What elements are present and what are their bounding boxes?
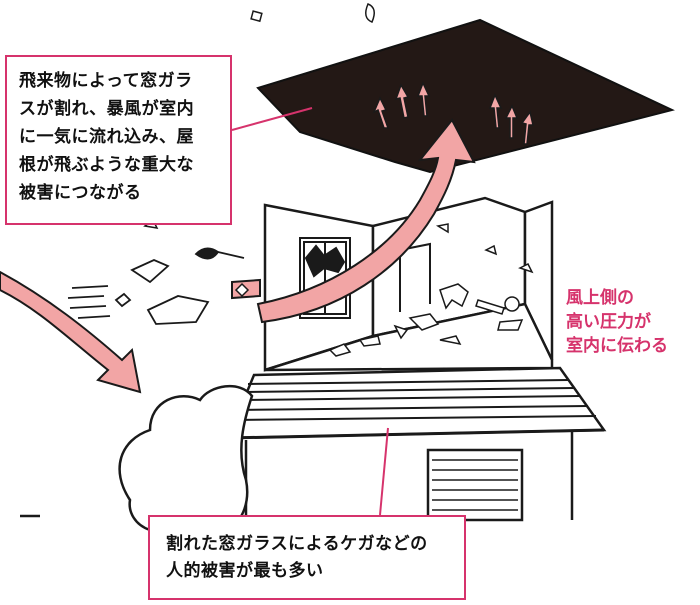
- pressure-label-line: 室内に伝わる: [566, 336, 668, 356]
- callout-line: に一気に流れ込み、屋: [19, 127, 194, 147]
- callout-line: 割れた窓ガラスによるケガなどの: [166, 534, 428, 554]
- pressure-label-line: 風上側の: [566, 288, 634, 308]
- callout-human-injury: 割れた窓ガラスによるケガなどの 人的被害が最も多い: [148, 515, 466, 600]
- callout-line: 人的被害が最も多い: [166, 561, 324, 581]
- interior-door: [399, 242, 431, 312]
- callout-line: 被害につながる: [19, 183, 142, 203]
- callout-line: 根が飛ぶような重大な: [19, 155, 194, 175]
- callout-line: 飛来物によって窓ガラ: [19, 71, 193, 91]
- flying-roof: [256, 18, 675, 174]
- pressure-label-line: 高い圧力が: [566, 312, 651, 332]
- callout-line: スが割れ、暴風が室内: [19, 99, 195, 119]
- incoming-wind-arrow: [0, 270, 142, 394]
- window-entry-arrow: [231, 278, 261, 300]
- wind-debris: [67, 247, 245, 325]
- lower-house: [20, 432, 574, 522]
- wind-flow-arrow: [256, 118, 476, 324]
- callout-pointers: [231, 107, 389, 516]
- floor-debris: [328, 223, 534, 357]
- house-roof: [226, 366, 607, 440]
- pressure-label: 風上側の 高い圧力が 室内に伝わる: [566, 286, 696, 358]
- roof-lift-arrows: [372, 81, 534, 145]
- bush: [118, 384, 254, 532]
- callout-flying-debris: 飛来物によって窓ガラ スが割れ、暴風が室内 に一気に流れ込み、屋 根が飛ぶような…: [5, 55, 232, 225]
